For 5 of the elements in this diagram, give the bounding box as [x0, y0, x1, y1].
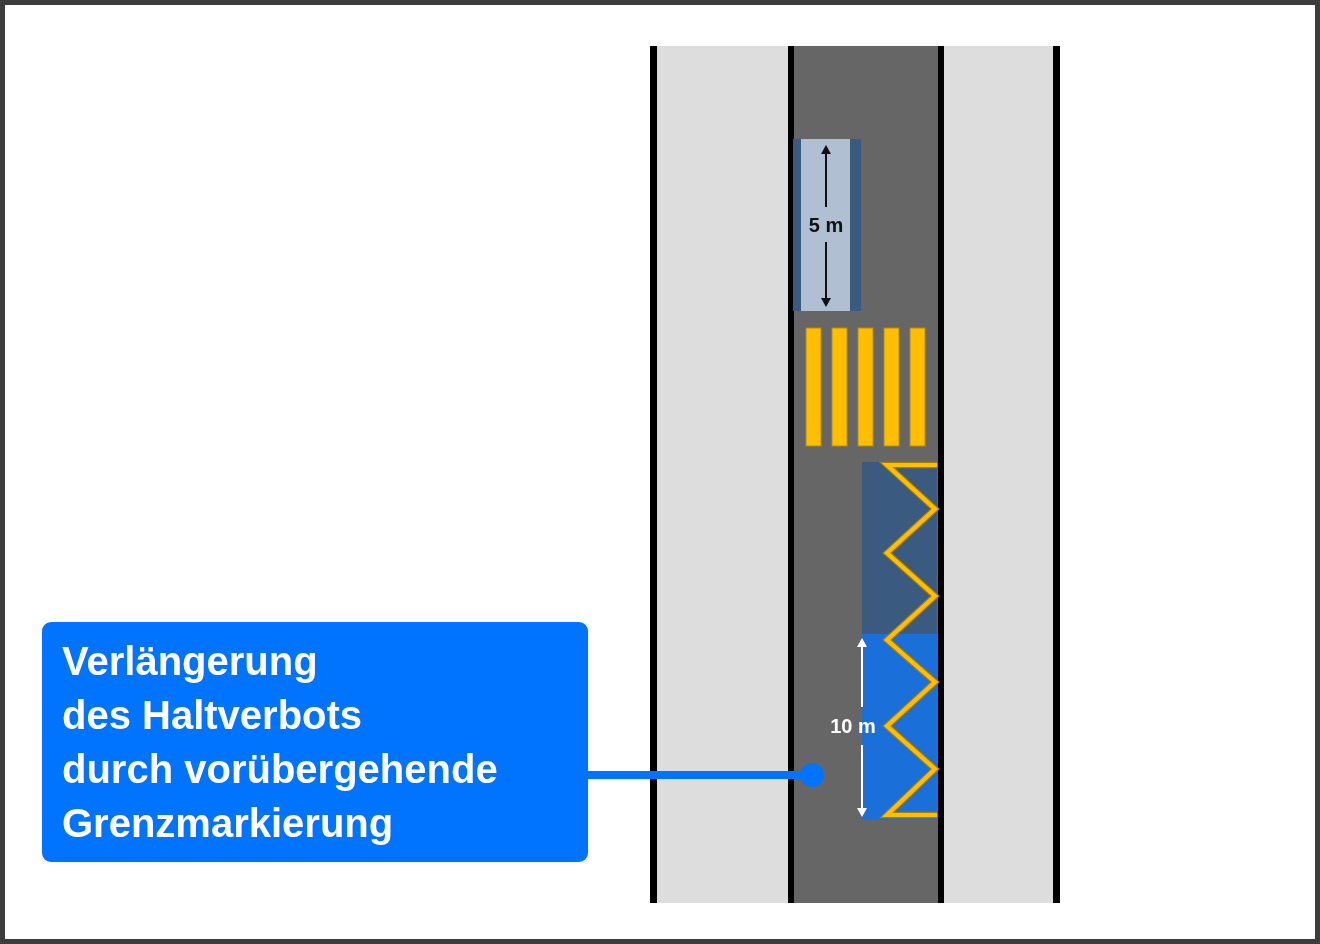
leader-line: [588, 763, 824, 787]
dimension-label: 10 m: [830, 715, 876, 737]
dimension-label: 5 m: [808, 214, 844, 236]
callout-text: Verlängerung des Haltverbots durch vorübergehende Grenzmarkierung: [62, 638, 498, 847]
callout-box: [42, 622, 588, 862]
